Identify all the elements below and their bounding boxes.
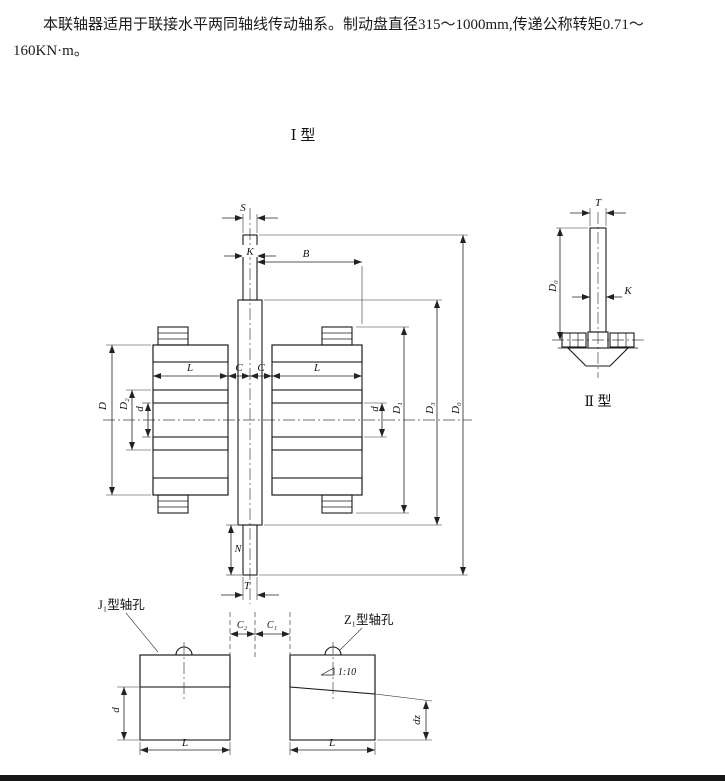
page-edge-shadow: [0, 775, 725, 781]
dim-label-T: T: [244, 580, 251, 592]
dim-D1: D₁: [356, 326, 409, 514]
dim-D3: D₃: [264, 299, 442, 526]
dim-label-C: C: [235, 362, 243, 374]
leader-line: [125, 612, 159, 653]
keyway-plug: [175, 646, 193, 656]
dim-N: N: [226, 524, 243, 576]
right-hub-section: [271, 326, 363, 514]
leader-line: [339, 627, 363, 651]
j1-hole-label: J₁型轴孔: [98, 597, 145, 612]
dim-label-K: K: [245, 246, 254, 258]
brake-disc-section: [237, 234, 263, 576]
intro-line-1: 本联轴器适用于联接水平两同轴线传动轴系。制动盘直径315～1000mm,传递公称…: [43, 17, 644, 33]
dim-D2: D₂: [118, 389, 151, 451]
detail-z1-shaft-hole: Z₁型轴孔 1:10 dz L: [289, 612, 433, 755]
dim-label-S: S: [240, 202, 246, 214]
taper-label: 1:10: [338, 667, 356, 678]
side-view-type2: T K D₀ Ⅱ 型: [547, 197, 646, 410]
type1-title: Ⅰ 型: [291, 127, 316, 144]
z1-hole-label: Z₁型轴孔: [344, 612, 394, 627]
dim-B: B: [257, 248, 363, 324]
dim-C2-C1: C₂ C₁: [229, 612, 291, 658]
dim-label-D1: D₁: [391, 402, 403, 415]
dim-label-C: C: [257, 362, 265, 374]
dim-label-L: L: [313, 362, 320, 374]
dim-label-T: T: [595, 197, 602, 209]
intro-line-2: 160KN·m。: [13, 43, 89, 60]
dim-label-dz: dz: [411, 714, 423, 725]
dim-T-bottom: T: [221, 577, 279, 600]
dim-label-C2: C₂: [237, 620, 248, 631]
dim-D0: D₀: [259, 234, 468, 576]
type2-label: Ⅱ 型: [584, 394, 611, 410]
dim-label-D2: D₂: [118, 398, 130, 411]
dim-d-detail: d: [110, 686, 139, 741]
dim-label-C1: C₁: [267, 620, 277, 631]
dim-label-L: L: [181, 737, 188, 749]
dim-K: K: [224, 245, 276, 259]
dim-label-d: d: [110, 707, 122, 713]
dim-d-left: d: [134, 402, 151, 438]
dim-L-right-detail: L: [289, 737, 376, 755]
dim-label-D: D: [97, 402, 109, 411]
dim-K-side: K: [572, 285, 632, 300]
taper-mark: 1:10: [320, 667, 356, 678]
dim-label-K: K: [623, 285, 632, 297]
keyway-plug: [324, 646, 342, 656]
dim-D: D: [97, 344, 151, 496]
dim-S: S: [222, 202, 278, 233]
dim-T-top: T: [570, 197, 626, 226]
dim-label-L: L: [186, 362, 193, 374]
dim-label-N: N: [234, 544, 243, 555]
bolt-right: [609, 332, 635, 348]
dim-label-B: B: [303, 248, 310, 260]
dim-dz: dz: [374, 693, 433, 741]
dim-L-left-detail: L: [139, 737, 231, 755]
dim-row-LCCL: L C C L: [153, 362, 362, 379]
dim-label-d: d: [369, 406, 381, 412]
dim-label-L: L: [328, 737, 335, 749]
dim-D0-side: D₀: [547, 227, 588, 340]
main-view-type1: S K B L C C: [97, 202, 472, 604]
detail-j1-shaft-hole: J₁型轴孔 d L: [98, 597, 231, 755]
dim-label-D0: D₀: [547, 280, 559, 293]
dim-label-D0: D₀: [450, 402, 462, 415]
left-hub-section: [152, 326, 229, 514]
bolt-left: [561, 332, 587, 348]
dim-label-D3: D₃: [424, 402, 436, 415]
intro-paragraph: 本联轴器适用于联接水平两同轴线传动轴系。制动盘直径315～1000mm,传递公称…: [13, 12, 715, 65]
dim-label-d: d: [134, 406, 146, 412]
dim-d-right: d: [364, 402, 387, 438]
